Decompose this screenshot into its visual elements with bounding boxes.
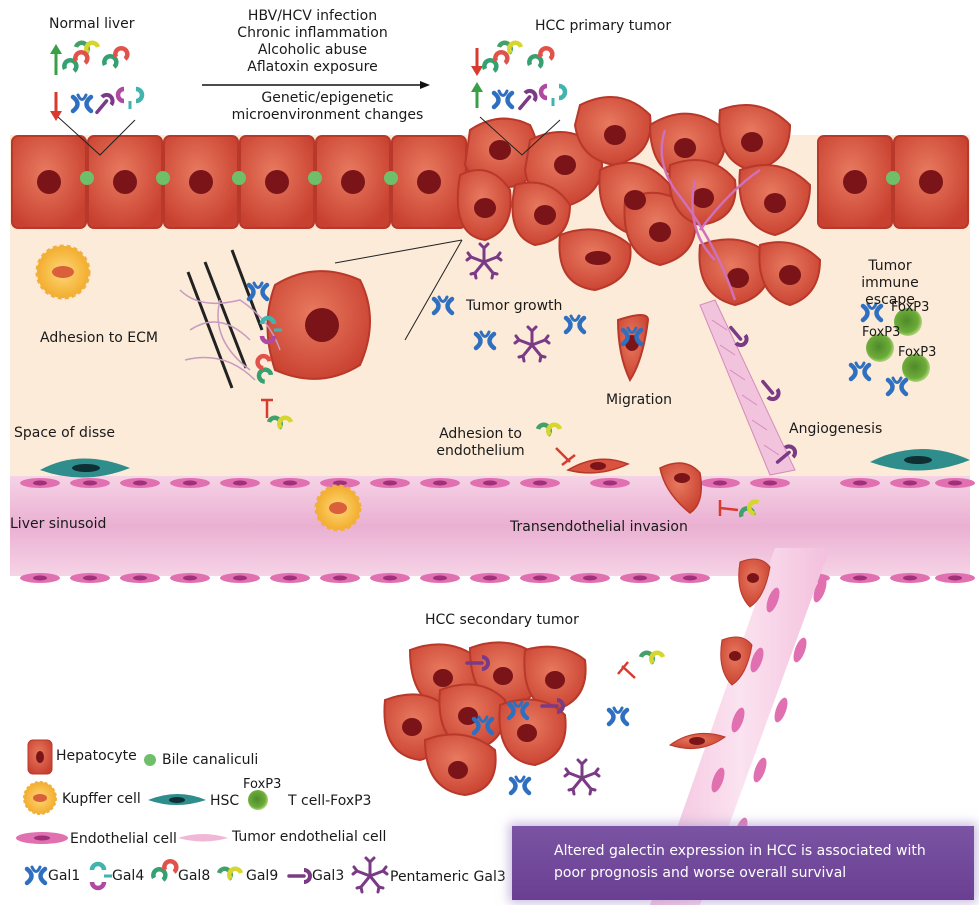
t-cell-2 (866, 334, 894, 362)
legend-t-cell-foxp3: T cell-FoxP3 (288, 793, 372, 809)
legend-pentameric-gal3: Pentameric Gal3 (390, 869, 506, 885)
hepatocyte-row (11, 135, 969, 229)
ecm-fibers (186, 249, 264, 389)
bile-canaliculi (80, 171, 900, 185)
angiogenesis-label: Angiogenesis (789, 421, 883, 437)
tumor-vessel-branches (660, 129, 761, 301)
legend-endothelial-cell: Endothelial cell (70, 831, 177, 847)
hsc-cell-2 (870, 448, 970, 471)
adhesion-ecm-label: Adhesion to ECM (40, 330, 158, 346)
risk-factor-alcohol: Alcoholic abuse (257, 42, 368, 58)
angiogenesis-vessel (699, 299, 796, 476)
legend-icons (16, 739, 389, 894)
risk-factor-inflammation: Chronic inflammation (237, 25, 388, 41)
liver-sinusoid-label: Liver sinusoid (10, 516, 107, 532)
migration-label: Migration (606, 392, 673, 408)
ecm-adhesion-cell (266, 270, 371, 380)
primary-tumor-nuclei (474, 125, 801, 288)
liver-sinusoid-band (10, 476, 970, 576)
legend-gal3: Gal3 (312, 868, 345, 884)
normal-liver-label: Normal liver (49, 16, 135, 32)
genetic-changes-label: Genetic/epigenetic microenvironment chan… (231, 90, 424, 123)
legend-hepatocyte: Hepatocyte (56, 748, 137, 764)
foxp3-label-2: FoxP3 (862, 325, 901, 340)
foxp3-label-3: FoxP3 (898, 345, 937, 360)
legend-kupffer-cell: Kupffer cell (62, 791, 141, 807)
kupffer-cell-2 (314, 484, 362, 532)
transendothelial-invasion-label: Transendothelial invasion (510, 519, 688, 535)
invading-tumor-cell (659, 462, 702, 514)
legend-foxp3: FoxP3 (243, 777, 282, 792)
conclusion-banner: Altered galectin expression in HCC is as… (512, 826, 974, 900)
risk-factors-list: HBV/HCV infection Chronic inflammation A… (225, 8, 400, 76)
vessel-endothelium (693, 577, 827, 853)
tumor-immune-escape-label: Tumor immune escape (861, 258, 919, 308)
legend-gal9: Gal9 (246, 868, 279, 884)
legend-bile-canaliculi: Bile canaliculi (162, 752, 259, 768)
hcc-secondary-label: HCC secondary tumor (425, 612, 579, 628)
adhesion-endothelium-label: Adhesion to endothelium (436, 426, 525, 459)
hcc-primary-label: HCC primary tumor (535, 18, 672, 34)
circulating-tumor-cells (668, 558, 771, 750)
hsc-cell-1 (40, 458, 130, 478)
legend-hsc: HSC (210, 793, 240, 809)
foxp3-label-1: FoxP3 (891, 300, 930, 315)
space-of-disse-label: Space of disse (14, 425, 116, 441)
conclusion-text: Altered galectin expression in HCC is as… (554, 843, 926, 881)
t-cell-1 (894, 308, 922, 336)
t-cell-3 (902, 354, 930, 382)
legend-gal8: Gal8 (178, 868, 211, 884)
tumor-growth-label: Tumor growth (466, 298, 563, 314)
risk-factor-aflatoxin: Aflatoxin exposure (247, 59, 378, 75)
legend-tumor-endothelial-cell: Tumor endothelial cell (232, 829, 387, 845)
legend-gal1: Gal1 (48, 868, 81, 884)
risk-factor-hbv: HBV/HCV infection (247, 8, 378, 24)
kupffer-cell-1 (35, 244, 91, 300)
legend-gal4: Gal4 (112, 868, 145, 884)
